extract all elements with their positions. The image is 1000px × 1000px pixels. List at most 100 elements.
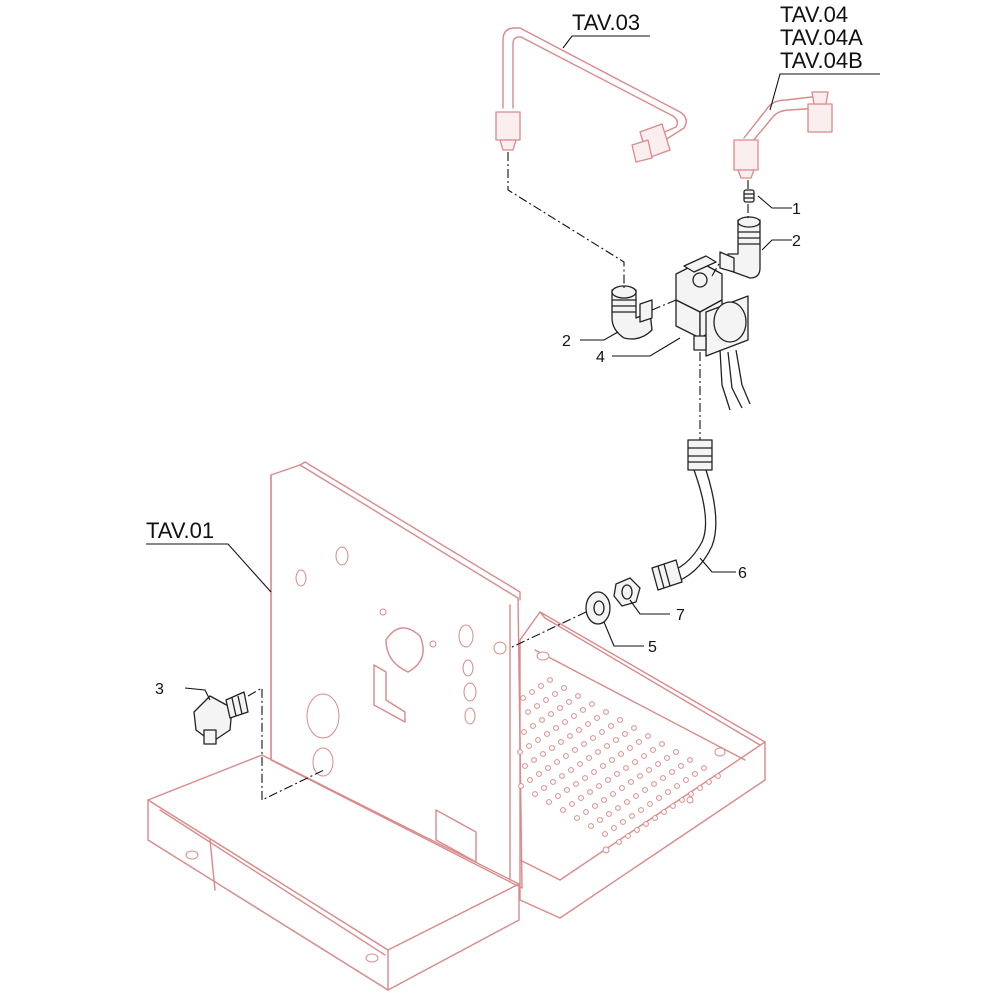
perforation-hole: [590, 735, 596, 741]
perforation-hole: [609, 757, 615, 763]
perforation-hole: [550, 779, 556, 785]
label-tav04a: TAV.04A: [780, 25, 863, 50]
perforation-hole: [566, 699, 572, 705]
perforation-hole: [600, 763, 606, 769]
perforation-hole: [642, 787, 648, 793]
perforation-hole: [652, 815, 658, 821]
perforation-hole: [605, 777, 611, 783]
perforation-hole: [536, 771, 542, 777]
perforation-hole: [546, 799, 552, 805]
perforation-hole: [548, 711, 554, 717]
perforation-hole: [651, 781, 657, 787]
perforation-hole: [591, 769, 597, 775]
perforation-hole: [643, 821, 649, 827]
callout-leaders: [146, 35, 880, 701]
perforation-hole: [520, 695, 526, 701]
perforation-hole: [517, 749, 523, 755]
perforation-hole: [628, 779, 634, 785]
perforation-hole: [595, 749, 601, 755]
perforation-hole: [597, 817, 603, 823]
perforation-hole: [697, 785, 703, 791]
perforation-hole: [715, 773, 721, 779]
perforation-hole: [596, 783, 602, 789]
perforation-hole: [587, 789, 593, 795]
part-2-elbow-right: [719, 216, 761, 279]
perforation-hole: [610, 791, 616, 797]
label-tav04b: TAV.04B: [780, 48, 863, 73]
perforation-hole: [611, 825, 617, 831]
perforation-hole: [620, 819, 626, 825]
perforation-hole: [582, 775, 588, 781]
perforation-hole: [525, 709, 531, 715]
perforation-hole: [527, 777, 533, 783]
perforation-hole: [683, 777, 689, 783]
perforation-hole: [617, 717, 623, 723]
perforation-hole: [589, 701, 595, 707]
callout-2-right: 2: [792, 233, 801, 250]
perforation-hole: [623, 765, 629, 771]
perforation-hole: [557, 705, 563, 711]
perforation-hole: [616, 839, 622, 845]
perforation-hole: [673, 749, 679, 755]
perforation-hole: [665, 789, 671, 795]
perforation-hole: [615, 805, 621, 811]
perforation-hole: [594, 715, 600, 721]
label-tav04: TAV.04: [780, 2, 848, 27]
perforation-hole: [553, 725, 559, 731]
perforation-hole: [688, 791, 694, 797]
perforation-hole: [664, 755, 670, 761]
perforation-hole: [568, 767, 574, 773]
callout-2-left: 2: [562, 333, 571, 350]
part-6-flexible-hose: [651, 439, 717, 591]
part-3-elbow: [193, 691, 249, 745]
perforation-hole: [543, 697, 549, 703]
perforation-hole: [701, 765, 707, 771]
perforation-hole: [670, 803, 676, 809]
perforation-hole: [549, 745, 555, 751]
assembly-lines: [247, 152, 749, 801]
perforation-hole: [647, 801, 653, 807]
perforation-hole: [618, 751, 624, 757]
perforation-hole: [588, 823, 594, 829]
perforation-hole: [572, 747, 578, 753]
perforation-hole: [625, 833, 631, 839]
perforation-hole: [580, 707, 586, 713]
perforation-hole: [573, 781, 579, 787]
perforation-hole: [629, 813, 635, 819]
perforation-hole: [576, 727, 582, 733]
part-7-nut: [613, 577, 641, 607]
perforation-hole: [606, 811, 612, 817]
part-4-solenoid-valve: [675, 255, 751, 411]
perforation-hole: [577, 761, 583, 767]
perforation-hole: [552, 691, 558, 697]
perforation-hole: [563, 753, 569, 759]
perforation-hole: [706, 779, 712, 785]
perforation-hole: [604, 743, 610, 749]
perforation-hole: [632, 759, 638, 765]
perforation-hole: [585, 721, 591, 727]
perforation-hole: [655, 761, 661, 767]
perforation-hole: [638, 807, 644, 813]
perforation-hole: [634, 827, 640, 833]
perforation-hole: [601, 797, 607, 803]
perforation-hole: [531, 757, 537, 763]
perforation-hole: [547, 677, 553, 683]
perforation-hole: [526, 743, 532, 749]
perforation-hole: [687, 757, 693, 763]
perforation-hole: [558, 739, 564, 745]
label-tav03: TAV.03: [572, 10, 640, 35]
callout-6: 6: [738, 565, 747, 582]
perforation-hole: [538, 683, 544, 689]
perforation-hole: [574, 815, 580, 821]
perforation-hole: [529, 689, 535, 695]
perforation-hole: [650, 747, 656, 753]
perforation-hole: [631, 725, 637, 731]
perforation-hole: [539, 717, 545, 723]
perforation-hole: [583, 809, 589, 815]
perforation-hole: [534, 703, 540, 709]
perforation-hole: [544, 731, 550, 737]
perforation-hole: [586, 755, 592, 761]
perforation-hole: [624, 799, 630, 805]
tray-perforation-grid: [517, 677, 721, 845]
perforation-hole: [518, 783, 524, 789]
